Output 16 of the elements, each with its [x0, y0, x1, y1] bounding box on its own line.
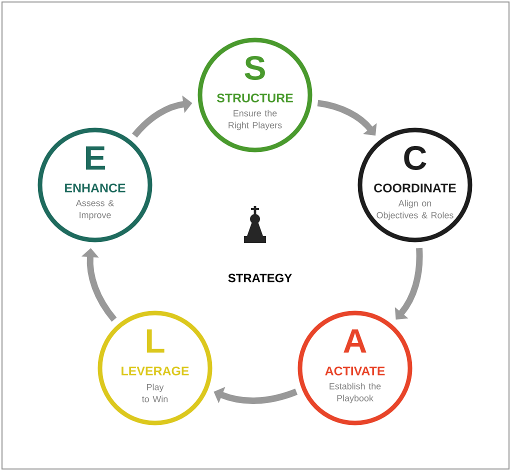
- stage-description: Align on Objectives & Roles: [376, 200, 454, 220]
- stage-title: ENHANCE: [65, 184, 126, 192]
- letter: A: [344, 329, 366, 353]
- stage-title: STRUCTURE: [216, 94, 293, 102]
- stage-title: COORDINATE: [374, 184, 456, 192]
- letter: E: [86, 146, 105, 170]
- letter: C: [404, 146, 426, 170]
- stage-description: Establish the Playbook: [330, 382, 381, 404]
- stage-description: Play to Win: [142, 384, 168, 402]
- stage-title: LEVERAGE: [122, 366, 189, 376]
- letter: S: [244, 56, 265, 80]
- stage-title: ACTIVATE: [325, 366, 385, 376]
- center-label: STRATEGY: [228, 274, 292, 282]
- stage-description: Assess & Improve: [76, 200, 114, 220]
- letter: L: [146, 329, 164, 353]
- stage-description: Ensure the Right Players: [228, 110, 282, 130]
